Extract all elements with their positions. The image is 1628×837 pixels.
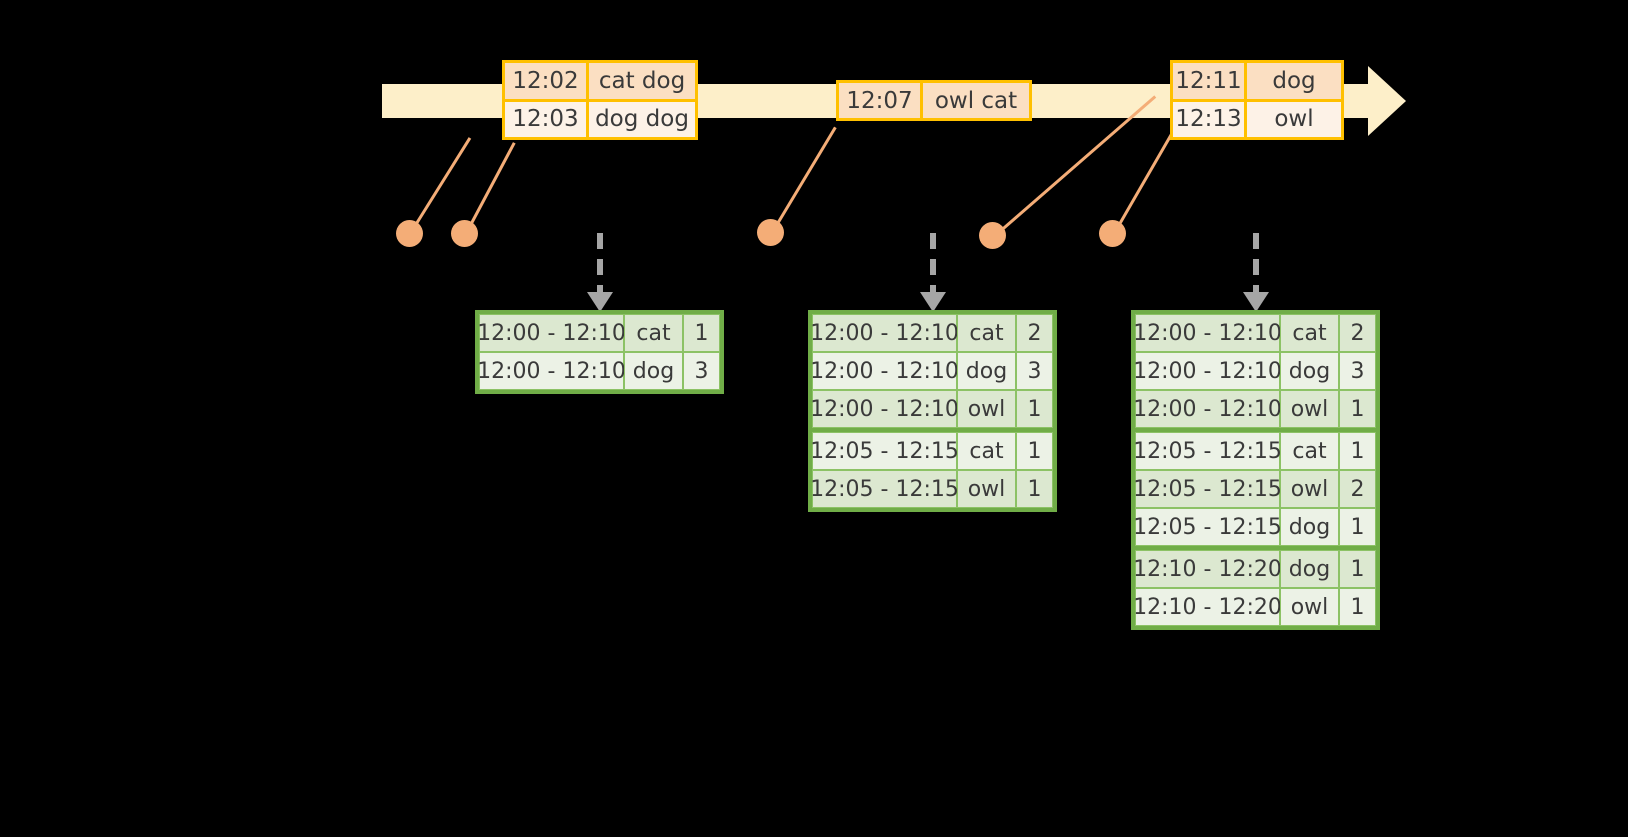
connector-line-5 bbox=[1111, 126, 1177, 237]
event-words: owl bbox=[1247, 101, 1341, 137]
result-table-3[interactable]: 12:00 - 12:10 cat 2 12:00 - 12:10 dog 3 … bbox=[1131, 310, 1380, 630]
dashed-arrow-2 bbox=[920, 233, 946, 312]
table-row: 12:10 - 12:20 dog 1 bbox=[1133, 550, 1376, 588]
cell-count: 2 bbox=[1339, 470, 1376, 508]
table-row: 12:00 - 12:10 dog 3 bbox=[477, 352, 720, 390]
table-row: 12:00 - 12:10 cat 1 bbox=[477, 314, 720, 352]
cell-word: cat bbox=[957, 314, 1016, 352]
cell-count: 1 bbox=[1339, 508, 1376, 546]
cell-word: owl bbox=[957, 470, 1016, 508]
event-words: cat dog bbox=[589, 63, 695, 99]
table-row: 12:00 - 12:10 owl 1 bbox=[1133, 390, 1376, 432]
cell-window: 12:00 - 12:10 bbox=[810, 314, 959, 352]
cell-word: dog bbox=[624, 352, 683, 390]
cell-window: 12:00 - 12:10 bbox=[1133, 314, 1282, 352]
table-row: 12:00 - 12:10 dog 3 bbox=[810, 352, 1053, 390]
table-row: 12:00 - 12:10 dog 3 bbox=[1133, 352, 1376, 390]
table-row: 12:05 - 12:15 dog 1 bbox=[1133, 508, 1376, 550]
cell-word: cat bbox=[957, 432, 1016, 470]
cell-count: 3 bbox=[1016, 352, 1053, 390]
event-words: dog dog bbox=[589, 101, 695, 137]
cell-count: 3 bbox=[683, 352, 720, 390]
cell-word: cat bbox=[624, 314, 683, 352]
cell-count: 1 bbox=[1339, 550, 1376, 588]
table-row: 12:05 - 12:15 cat 1 bbox=[1133, 432, 1376, 470]
arrow-head-icon bbox=[1243, 292, 1269, 312]
timeline-arrow-head bbox=[1368, 66, 1406, 136]
event-time: 12:03 bbox=[505, 101, 589, 137]
cell-count: 2 bbox=[1339, 314, 1376, 352]
event-row: 12:11 dog bbox=[1173, 63, 1341, 99]
table-row: 12:00 - 12:10 owl 1 bbox=[810, 390, 1053, 432]
cell-window: 12:05 - 12:15 bbox=[1133, 432, 1282, 470]
cell-window: 12:05 - 12:15 bbox=[810, 470, 959, 508]
arrow-head-icon bbox=[587, 292, 613, 312]
cell-window: 12:00 - 12:10 bbox=[1133, 390, 1282, 428]
event-row: 12:07 owl cat bbox=[839, 83, 1029, 118]
cell-word: owl bbox=[957, 390, 1016, 428]
event-words: dog bbox=[1247, 63, 1341, 99]
table-row: 12:00 - 12:10 cat 2 bbox=[810, 314, 1053, 352]
event-box-3[interactable]: 12:11 dog 12:13 owl bbox=[1170, 60, 1344, 140]
event-time: 12:07 bbox=[839, 83, 923, 118]
arrow-shaft bbox=[930, 233, 936, 311]
cell-count: 1 bbox=[1016, 432, 1053, 470]
cell-count: 1 bbox=[1016, 390, 1053, 428]
table-row: 12:05 - 12:15 owl 1 bbox=[810, 470, 1053, 508]
event-row: 12:03 dog dog bbox=[505, 98, 695, 137]
cell-window: 12:05 - 12:15 bbox=[810, 432, 959, 470]
table-row: 12:05 - 12:15 owl 2 bbox=[1133, 470, 1376, 508]
connector-line-3 bbox=[769, 126, 837, 236]
cell-window: 12:00 - 12:10 bbox=[477, 352, 626, 390]
event-row: 12:13 owl bbox=[1173, 98, 1341, 137]
cell-word: owl bbox=[1280, 588, 1339, 626]
cell-word: owl bbox=[1280, 470, 1339, 508]
cell-word: dog bbox=[1280, 508, 1339, 546]
event-words: owl cat bbox=[923, 83, 1029, 118]
connector-dot-5 bbox=[1099, 220, 1126, 247]
connector-dot-3 bbox=[757, 219, 784, 246]
event-box-2[interactable]: 12:07 owl cat bbox=[836, 80, 1032, 121]
cell-count: 1 bbox=[1339, 432, 1376, 470]
event-row: 12:02 cat dog bbox=[505, 63, 695, 99]
cell-word: dog bbox=[957, 352, 1016, 390]
arrow-shaft bbox=[597, 233, 603, 311]
table-row: 12:10 - 12:20 owl 1 bbox=[1133, 588, 1376, 626]
result-table-1[interactable]: 12:00 - 12:10 cat 1 12:00 - 12:10 dog 3 bbox=[475, 310, 724, 394]
event-time: 12:02 bbox=[505, 63, 589, 99]
cell-window: 12:05 - 12:15 bbox=[1133, 508, 1282, 546]
arrow-head-icon bbox=[920, 292, 946, 312]
cell-count: 1 bbox=[1339, 588, 1376, 626]
event-box-1[interactable]: 12:02 cat dog 12:03 dog dog bbox=[502, 60, 698, 140]
event-time: 12:11 bbox=[1173, 63, 1247, 99]
cell-window: 12:00 - 12:10 bbox=[477, 314, 626, 352]
connector-dot-4 bbox=[979, 222, 1006, 249]
cell-count: 1 bbox=[1016, 470, 1053, 508]
cell-word: dog bbox=[1280, 352, 1339, 390]
cell-window: 12:00 - 12:10 bbox=[810, 390, 959, 428]
dashed-arrow-3 bbox=[1243, 233, 1269, 312]
cell-window: 12:10 - 12:20 bbox=[1133, 550, 1282, 588]
cell-window: 12:00 - 12:10 bbox=[810, 352, 959, 390]
result-table-2[interactable]: 12:00 - 12:10 cat 2 12:00 - 12:10 dog 3 … bbox=[808, 310, 1057, 512]
cell-word: cat bbox=[1280, 432, 1339, 470]
cell-window: 12:10 - 12:20 bbox=[1133, 588, 1282, 626]
cell-count: 1 bbox=[1339, 390, 1376, 428]
cell-count: 3 bbox=[1339, 352, 1376, 390]
event-time: 12:13 bbox=[1173, 101, 1247, 137]
table-row: 12:00 - 12:10 cat 2 bbox=[1133, 314, 1376, 352]
cell-count: 1 bbox=[683, 314, 720, 352]
connector-dot-2 bbox=[451, 220, 478, 247]
connector-dot-1 bbox=[396, 220, 423, 247]
cell-count: 2 bbox=[1016, 314, 1053, 352]
cell-window: 12:00 - 12:10 bbox=[1133, 352, 1282, 390]
table-row: 12:05 - 12:15 cat 1 bbox=[810, 432, 1053, 470]
arrow-shaft bbox=[1253, 233, 1259, 311]
dashed-arrow-1 bbox=[587, 233, 613, 312]
cell-word: dog bbox=[1280, 550, 1339, 588]
cell-window: 12:05 - 12:15 bbox=[1133, 470, 1282, 508]
cell-word: cat bbox=[1280, 314, 1339, 352]
cell-word: owl bbox=[1280, 390, 1339, 428]
